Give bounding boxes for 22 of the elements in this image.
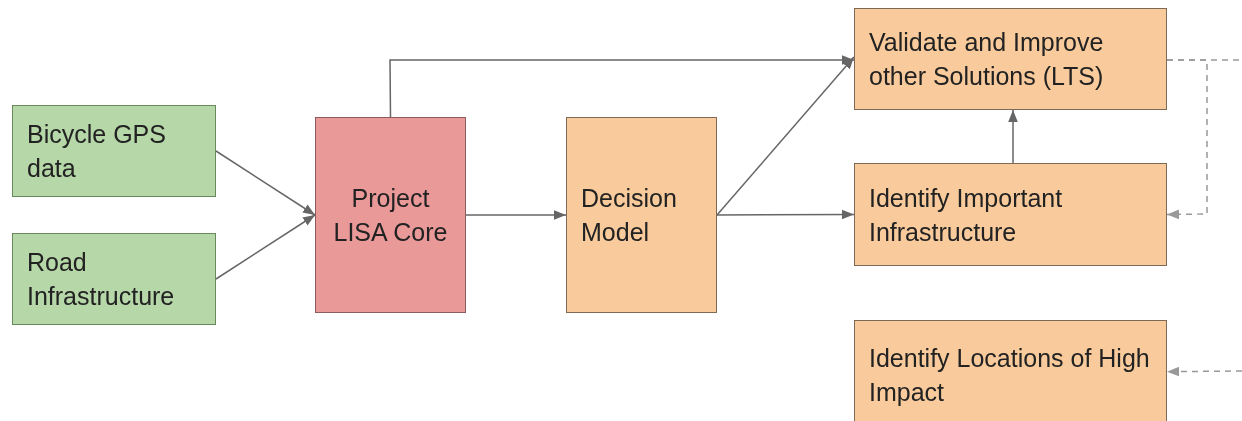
process-box [12, 105, 216, 197]
box-label: Bicycle GPS data [27, 119, 167, 184]
process-box [854, 320, 1167, 421]
box-label: Identify Locations of High Impact [869, 343, 1151, 408]
arrow [716, 209, 855, 220]
arrow [1008, 109, 1018, 164]
arrow [215, 150, 316, 216]
process-box [854, 163, 1167, 266]
arrow [716, 56, 855, 216]
process-box [315, 117, 466, 313]
arrow [389, 55, 855, 118]
box-label: Identify Important Infrastructure [869, 182, 1064, 248]
box-label: Road Infrastructure [27, 247, 176, 312]
process-box [854, 8, 1167, 110]
box-label: Decision Model [581, 183, 678, 248]
arrow [1166, 366, 1242, 377]
box-label: Validate and Improve other Solutions (LTS) [869, 27, 1105, 92]
arrow [465, 210, 567, 220]
arrow [215, 214, 316, 280]
process-box [12, 233, 216, 325]
process-box [566, 117, 717, 313]
box-label: Project LISA Core [332, 183, 449, 248]
